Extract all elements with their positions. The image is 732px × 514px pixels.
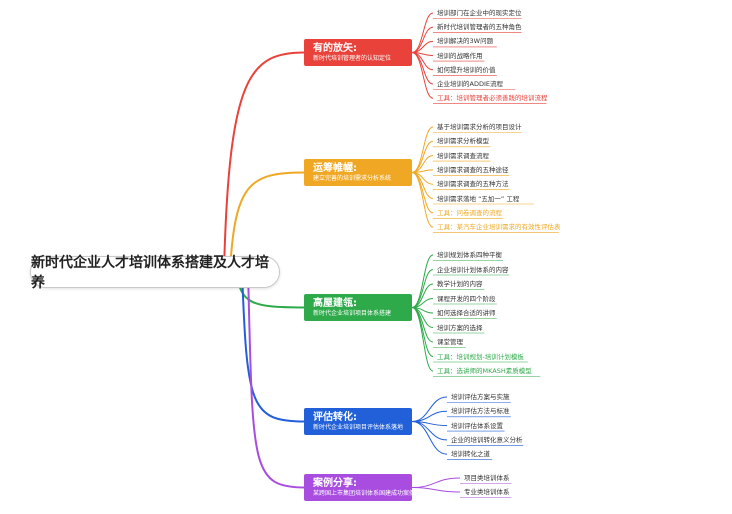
leaf-item[interactable]: 培训评估体系设置 (451, 421, 503, 430)
leaf-item[interactable]: 培训转化之道 (451, 450, 490, 459)
connector-b4 (241, 270, 306, 423)
leaf-connector-b3 (411, 307, 434, 357)
leaf-item[interactable]: 课堂管理 (437, 338, 463, 346)
branch-title: 评估转化: (313, 412, 357, 423)
leaf-connector-b4 (411, 421, 448, 455)
leaf-item[interactable]: 专业类培训体系 (464, 488, 510, 496)
leaf-connector-b4 (411, 396, 448, 422)
branch-b2[interactable]: 运筹帷幄:建立完善的培训需求分析系统 (304, 159, 412, 186)
leaf-item[interactable]: 培训的战略作用 (437, 51, 483, 60)
branch-b5[interactable]: 案例分享:某跨国上市集团培训体系国建成功案例 (304, 474, 416, 501)
branch-subtitle: 某跨国上市集团培训体系国建成功案例 (313, 490, 416, 497)
leaf-tool-item[interactable]: 工具：问卷调查的流程 (437, 208, 502, 217)
leaf-connector-b1 (411, 52, 434, 99)
leaf-connector-b1 (411, 12, 434, 53)
leaf-connector-b1 (411, 52, 434, 85)
branch-subtitle: 新时代企业培训项目评估体系落地 (313, 424, 404, 431)
branch-b1[interactable]: 有的放矢:新时代培训管理者的认知定位 (304, 39, 412, 66)
connector-b2 (229, 171, 306, 272)
leaf-connector-b3 (411, 269, 434, 308)
leaf-item[interactable]: 如何选择合适的讲师 (437, 309, 496, 317)
leaf-item[interactable]: 项目类培训体系 (464, 474, 510, 482)
leaf-item[interactable]: 培训需求调查的五种方法 (437, 180, 509, 189)
branch-title: 案例分享: (313, 478, 357, 489)
leaf-connector-b3 (411, 307, 434, 372)
leaf-connector-b3 (411, 254, 434, 308)
leaf-tool-item[interactable]: 工具：培训规划-培训计划模板 (437, 352, 524, 361)
leaf-connector-b1 (411, 26, 434, 53)
leaf-item[interactable]: 培训方案的选择 (437, 323, 483, 332)
leaf-item[interactable]: 培训评估方案与实施 (451, 393, 510, 401)
branch-subtitle: 新时代培训管理者的认知定位 (313, 55, 392, 62)
connector-b5 (247, 270, 306, 489)
leaf-item[interactable]: 企业培训的ADDIE流程 (437, 80, 503, 88)
leaf-item[interactable]: 培训评估方法与标准 (451, 407, 510, 416)
leaf-item[interactable]: 培训解决的3W问题 (437, 37, 494, 46)
leaf-item[interactable]: 教学计划的内容 (437, 280, 483, 288)
branch-title: 运筹帷幄: (313, 163, 357, 174)
leaf-item[interactable]: 课程开发的四个阶段 (437, 294, 496, 303)
leaf-item[interactable]: 培训部门在企业中的现实定位 (437, 9, 522, 17)
leaf-tool-item[interactable]: 工具：某汽车企业培训需求的有效性评估表 (437, 223, 561, 232)
leaf-item[interactable]: 培训需求调查的五种途径 (437, 165, 509, 174)
branch-b4[interactable]: 评估转化:新时代企业培训项目评估体系落地 (304, 408, 412, 435)
connector-b1 (223, 51, 306, 272)
leaf-connector-b2 (411, 140, 434, 173)
leaf-item[interactable]: 企业培训计划体系的内容 (437, 265, 509, 274)
leaf-connector-b5 (411, 477, 461, 488)
leaf-tool-item[interactable]: 工具：培训管理者必须善践的培训流程 (437, 94, 548, 103)
leaf-item[interactable]: 培训需求落地 “五加一” 工程 (437, 194, 520, 203)
branch-title: 高屋建瓴: (313, 298, 357, 309)
branch-subtitle: 新时代企业培训项目体系搭建 (313, 310, 392, 317)
leaf-connector-b2 (411, 172, 434, 214)
leaf-item[interactable]: 培训需求分析模型 (437, 137, 489, 146)
branch-subtitle: 建立完善的培训需求分析系统 (313, 175, 392, 182)
leaf-connector-b4 (411, 410, 448, 422)
branch-b3[interactable]: 高屋建瓴:新时代企业培训项目体系搭建 (304, 294, 412, 321)
leaf-connector-b5 (411, 487, 461, 493)
root-topic[interactable]: 新时代企业人才培训体系搭建及人才培养 (30, 255, 280, 291)
leaf-item[interactable]: 如何提升培训的价值 (437, 65, 496, 74)
branch-title: 有的放矢: (313, 43, 357, 54)
leaf-item[interactable]: 企业的培训转化意义分析 (451, 435, 523, 444)
leaf-item[interactable]: 培训规划体系四种平衡 (437, 251, 502, 259)
leaf-item[interactable]: 新时代培训管理者的五种角色 (437, 23, 522, 32)
leaf-tool-item[interactable]: 工具：选讲师的MKASH素质模型 (437, 367, 532, 375)
leaf-item[interactable]: 基于培训需求分析的项目设计 (437, 123, 522, 131)
leaf-item[interactable]: 培训需求调查流程 (437, 151, 489, 160)
leaf-connector-b2 (411, 172, 434, 228)
